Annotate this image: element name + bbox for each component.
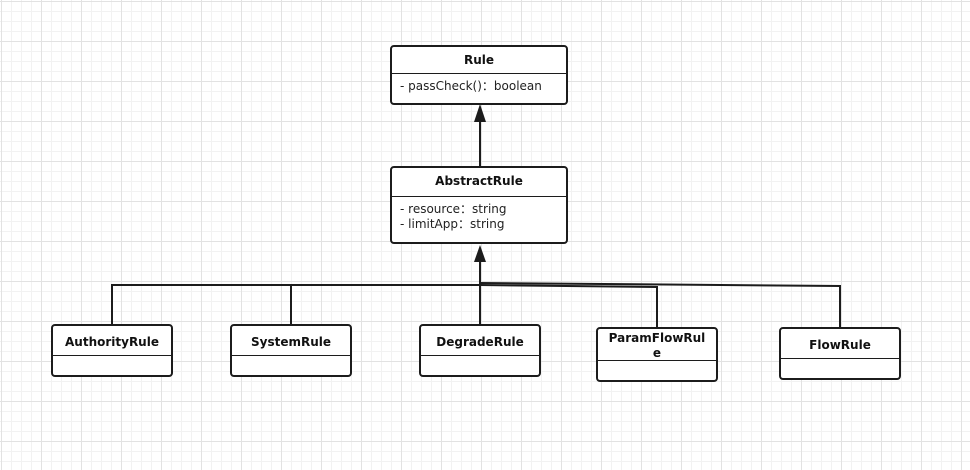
- class-flowrule-name: FlowRule: [809, 338, 871, 352]
- class-rule-name: Rule: [463, 53, 495, 67]
- class-flowrule-body: [781, 358, 899, 378]
- class-authorityrule[interactable]: AuthorityRule: [51, 324, 173, 377]
- class-paramflowrule[interactable]: ParamFlowRule: [596, 327, 718, 382]
- inheritance-arrow-rule: [474, 104, 486, 122]
- connector-authorityrule: [111, 284, 480, 325]
- attribute-limitapp: - limitApp：string: [400, 217, 505, 231]
- class-systemrule-body: [232, 355, 350, 375]
- connector-flowrule: [479, 282, 841, 327]
- class-rule[interactable]: Rule - passCheck()：boolean: [390, 45, 568, 105]
- attribute-resource: - resource：string: [400, 202, 507, 216]
- class-systemrule[interactable]: SystemRule: [230, 324, 352, 377]
- class-paramflowrule-name: ParamFlowRule: [608, 331, 706, 360]
- method-passcheck: - passCheck()：boolean: [400, 79, 542, 93]
- class-flowrule[interactable]: FlowRule: [779, 327, 901, 380]
- inheritance-arrow-abstractrule: [474, 245, 486, 262]
- class-authorityrule-name: AuthorityRule: [65, 335, 159, 349]
- class-abstractrule-attributes: - resource：string - limitApp：string: [392, 196, 566, 242]
- class-rule-methods: - passCheck()：boolean: [392, 73, 566, 103]
- class-systemrule-name: SystemRule: [250, 335, 332, 349]
- class-paramflowrule-body: [598, 360, 716, 380]
- class-abstractrule-name: AbstractRule: [435, 174, 523, 188]
- class-degraderule-name: DegradeRule: [436, 335, 524, 349]
- class-degraderule-body: [421, 355, 539, 375]
- connector-paramflowrule: [479, 284, 658, 327]
- class-authorityrule-body: [53, 355, 171, 375]
- class-degraderule[interactable]: DegradeRule: [419, 324, 541, 377]
- class-abstractrule[interactable]: AbstractRule - resource：string - limitAp…: [390, 166, 568, 244]
